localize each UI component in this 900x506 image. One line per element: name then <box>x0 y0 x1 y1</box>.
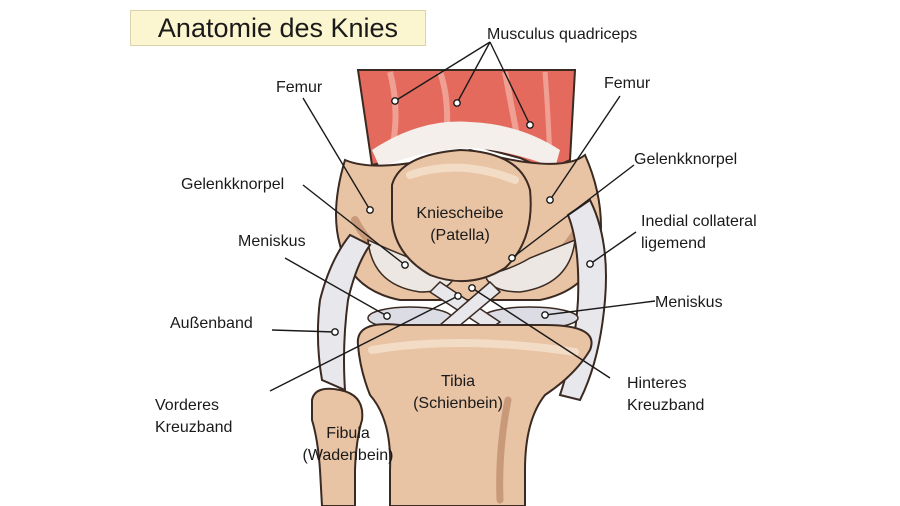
label-cartilage-left: Gelenkknorpel <box>181 176 285 193</box>
label-femur-right: Femur <box>604 75 651 92</box>
label-quadriceps: Musculus quadriceps <box>487 26 638 43</box>
label-patella-line2: (Patella) <box>430 227 490 244</box>
page-title: Anatomie des Knies <box>157 13 399 43</box>
label-meniscus-right: Meniskus <box>655 294 723 311</box>
label-medial-ligament-line1: Inedial collateral <box>641 213 757 230</box>
label-lateral-ligament: Außenband <box>170 315 253 332</box>
medial-collateral-ligament <box>558 198 607 402</box>
leader-lines <box>269 41 656 392</box>
title-box: Anatomie des Knies <box>130 10 426 46</box>
label-fibula-line2: (Wadenbein) <box>302 447 394 464</box>
patella-bone <box>391 148 532 283</box>
label-posterior-cruciate-line2: Kreuzband <box>627 397 705 414</box>
lateral-collateral-ligament <box>316 233 372 392</box>
fibula-bone <box>311 387 364 506</box>
label-anterior-cruciate-line2: Kreuzband <box>155 419 233 436</box>
quadriceps-muscle <box>356 69 577 172</box>
label-posterior-cruciate-line1: Hinteres <box>627 375 687 392</box>
label-medial-ligament-line2: ligemend <box>641 235 706 252</box>
label-anterior-cruciate-line1: Vorderes <box>155 397 220 414</box>
pointer-dots <box>331 97 594 336</box>
tibia-bone <box>356 323 593 506</box>
label-patella-line1: Kniescheibe <box>416 205 504 222</box>
label-tibia-line1: Tibia <box>440 373 476 390</box>
label-fibula-line1: Fibula <box>326 425 370 442</box>
label-cartilage-right: Gelenkknorpel <box>634 151 738 168</box>
label-tibia-line2: (Schienbein) <box>413 395 503 412</box>
label-femur-left: Femur <box>276 79 323 96</box>
label-meniscus-left: Meniskus <box>238 233 306 250</box>
